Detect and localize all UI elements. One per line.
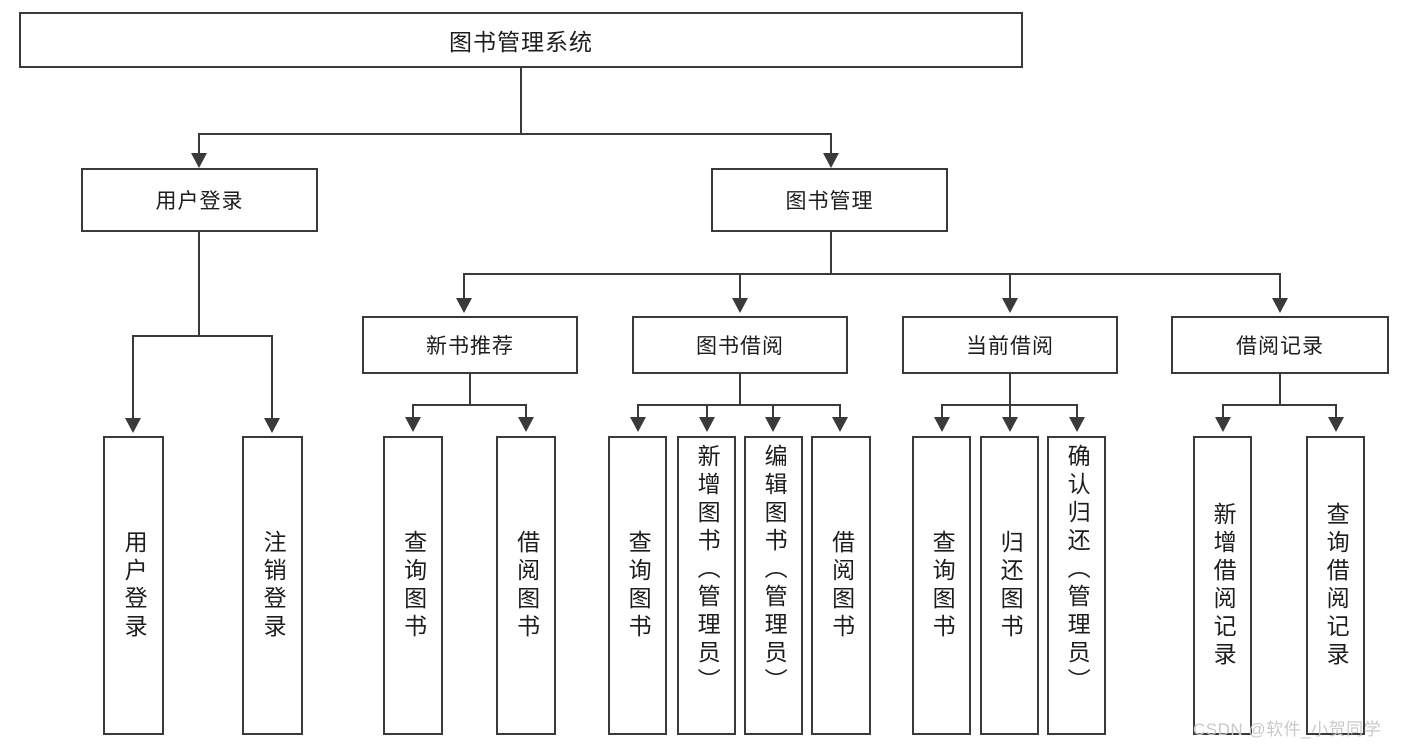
leaf-add-book-admin[interactable]: 新增图书（管理员） xyxy=(677,436,736,735)
connector-cb-drop-3 xyxy=(1076,404,1078,418)
arrow-to-book-borrow xyxy=(732,298,748,313)
arrow-to-new-book-recommend xyxy=(456,298,472,313)
connector-root-drop-right xyxy=(830,133,832,155)
arrow-to-user-login xyxy=(191,153,207,168)
connector-nbr-stem xyxy=(469,374,471,405)
connector-bm-drop-3 xyxy=(1009,273,1011,299)
connector-root-bus xyxy=(198,133,832,135)
leaf-confirm-return-admin[interactable]: 确认归还（管理员） xyxy=(1047,436,1106,735)
leaf-borrow-book-borrow[interactable]: 借阅图书 xyxy=(811,436,871,735)
arrow-to-leaf-query-record xyxy=(1328,417,1344,432)
leaf-label: 用户登录 xyxy=(121,529,148,642)
arrow-to-leaf-user-login xyxy=(125,418,141,433)
connector-root-drop-left xyxy=(198,133,200,155)
arrow-to-leaf-confirm-return xyxy=(1069,417,1085,432)
leaf-label: 借阅图书 xyxy=(828,529,855,642)
node-root-book-management-system[interactable]: 图书管理系统 xyxy=(19,12,1023,68)
arrow-to-leaf-return-book xyxy=(1002,417,1018,432)
leaf-query-borrow-record[interactable]: 查询借阅记录 xyxy=(1306,436,1365,735)
arrow-to-leaf-query-book-1 xyxy=(405,417,421,432)
connector-user-login-drop-2 xyxy=(271,335,273,419)
node-new-book-recommend[interactable]: 新书推荐 xyxy=(362,316,578,374)
connector-root-stem xyxy=(520,68,522,134)
connector-bb-drop-3 xyxy=(772,404,774,418)
arrow-to-current-borrow xyxy=(1002,298,1018,313)
arrow-to-leaf-borrow-book-1 xyxy=(518,417,534,432)
leaf-label: 查询图书 xyxy=(625,529,652,642)
connector-nbr-drop-1 xyxy=(412,404,414,418)
node-label: 当前借阅 xyxy=(966,335,1054,358)
node-borrow-record[interactable]: 借阅记录 xyxy=(1171,316,1389,374)
leaf-label: 确认归还（管理员） xyxy=(1064,444,1091,696)
arrow-to-book-management xyxy=(823,153,839,168)
leaf-label: 查询借阅记录 xyxy=(1323,501,1350,670)
connector-br-stem xyxy=(1279,374,1281,405)
connector-bm-drop-4 xyxy=(1279,273,1281,299)
leaf-label: 查询图书 xyxy=(929,529,956,642)
connector-bb-stem xyxy=(739,374,741,405)
node-label: 借阅记录 xyxy=(1236,335,1324,358)
arrow-to-leaf-add-record xyxy=(1215,417,1231,432)
connector-nbr-drop-2 xyxy=(525,404,527,418)
node-label: 用户登录 xyxy=(155,190,244,213)
connector-book-management-stem xyxy=(830,232,832,274)
leaf-query-book-current[interactable]: 查询图书 xyxy=(912,436,971,735)
leaf-label: 编辑图书（管理员） xyxy=(761,444,788,696)
node-label: 图书借阅 xyxy=(696,335,784,358)
node-book-management[interactable]: 图书管理 xyxy=(711,168,948,232)
arrow-to-leaf-query-book-3 xyxy=(934,417,950,432)
arrow-to-leaf-edit-book xyxy=(765,417,781,432)
connector-cb-drop-1 xyxy=(941,404,943,418)
leaf-label: 查询图书 xyxy=(400,529,427,642)
node-book-borrow[interactable]: 图书借阅 xyxy=(632,316,848,374)
connector-bb-drop-2 xyxy=(706,404,708,418)
connector-user-login-drop-1 xyxy=(132,335,134,419)
leaf-label: 归还图书 xyxy=(997,529,1024,642)
node-label: 图书管理系统 xyxy=(449,29,593,55)
leaf-return-book[interactable]: 归还图书 xyxy=(980,436,1039,735)
connector-bm-drop-2 xyxy=(739,273,741,299)
connector-bb-drop-1 xyxy=(637,404,639,418)
leaf-borrow-book-recommend[interactable]: 借阅图书 xyxy=(496,436,556,735)
leaf-label: 新增图书（管理员） xyxy=(694,444,721,696)
connector-bb-drop-4 xyxy=(839,404,841,418)
csdn-watermark: CSDN @软件_小贺同学 xyxy=(1193,720,1382,739)
connector-cb-drop-2 xyxy=(1009,404,1011,418)
leaf-logout[interactable]: 注销登录 xyxy=(242,436,303,735)
node-label: 图书管理 xyxy=(785,190,874,213)
node-label: 新书推荐 xyxy=(426,335,514,358)
connector-br-drop-2 xyxy=(1335,404,1337,418)
arrow-to-borrow-record xyxy=(1272,298,1288,313)
arrow-to-leaf-logout xyxy=(264,418,280,433)
arrow-to-leaf-add-book xyxy=(699,417,715,432)
node-current-borrow[interactable]: 当前借阅 xyxy=(902,316,1118,374)
leaf-query-book-recommend[interactable]: 查询图书 xyxy=(383,436,443,735)
arrow-to-leaf-borrow-book-2 xyxy=(832,417,848,432)
connector-book-management-bus xyxy=(463,273,1280,275)
leaf-user-login[interactable]: 用户登录 xyxy=(103,436,164,735)
connector-br-drop-1 xyxy=(1222,404,1224,418)
leaf-query-book-borrow[interactable]: 查询图书 xyxy=(608,436,667,735)
leaf-label: 借阅图书 xyxy=(513,529,540,642)
leaf-edit-book-admin[interactable]: 编辑图书（管理员） xyxy=(744,436,803,735)
connector-bm-drop-1 xyxy=(463,273,465,299)
connector-br-bus xyxy=(1222,404,1337,406)
arrow-to-leaf-query-book-2 xyxy=(630,417,646,432)
connector-nbr-bus xyxy=(412,404,527,406)
connector-user-login-bus xyxy=(132,335,272,337)
leaf-label: 新增借阅记录 xyxy=(1210,501,1237,670)
leaf-label: 注销登录 xyxy=(260,529,287,642)
connector-bb-bus xyxy=(637,404,841,406)
node-user-login[interactable]: 用户登录 xyxy=(81,168,318,232)
connector-user-login-stem xyxy=(198,232,200,336)
leaf-add-borrow-record[interactable]: 新增借阅记录 xyxy=(1193,436,1252,735)
connector-cb-stem xyxy=(1009,374,1011,405)
